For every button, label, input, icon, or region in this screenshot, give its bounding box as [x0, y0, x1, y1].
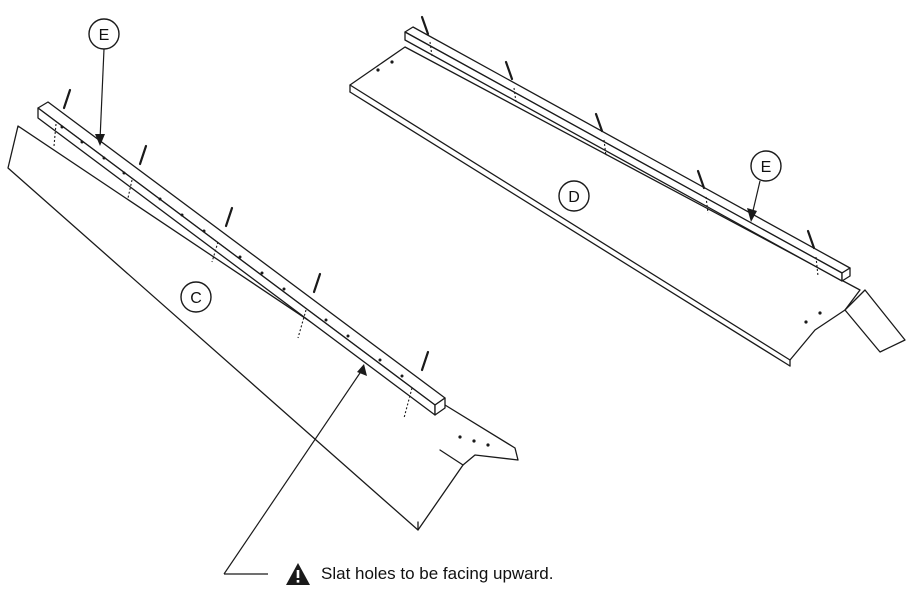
- note-text: Slat holes to be facing upward.: [321, 564, 554, 583]
- callout-c-label: C: [190, 290, 202, 307]
- slat-e-on-panel-d: [404, 26, 851, 282]
- callout-e-right: E: [747, 150, 782, 222]
- slat-e-on-panel-c: [37, 101, 446, 416]
- callout-e-right-label: E: [761, 159, 772, 176]
- screw: [127, 144, 148, 199]
- screw: [53, 88, 72, 147]
- screw: [403, 350, 430, 419]
- screw: [297, 272, 322, 339]
- callout-c: C: [180, 281, 212, 313]
- screw: [806, 229, 819, 277]
- note-leader: [223, 364, 367, 575]
- callout-e-left-label: E: [99, 27, 110, 44]
- screw: [211, 206, 234, 263]
- callout-d: D: [558, 180, 590, 212]
- screws-panel-c: [53, 88, 490, 447]
- slat-holes-panel-c: [60, 125, 404, 378]
- callout-e-left: E: [88, 18, 120, 146]
- screw: [696, 169, 709, 214]
- callout-d-label: D: [568, 189, 580, 206]
- screw: [420, 15, 433, 57]
- screw: [504, 60, 517, 103]
- screws-panel-d: [376, 15, 822, 324]
- warning-triangle-icon: [286, 563, 310, 585]
- panel-c: [7, 125, 519, 531]
- panel-d: [349, 46, 906, 367]
- screw: [594, 112, 607, 157]
- assembly-note: Slat holes to be facing upward.: [285, 562, 553, 586]
